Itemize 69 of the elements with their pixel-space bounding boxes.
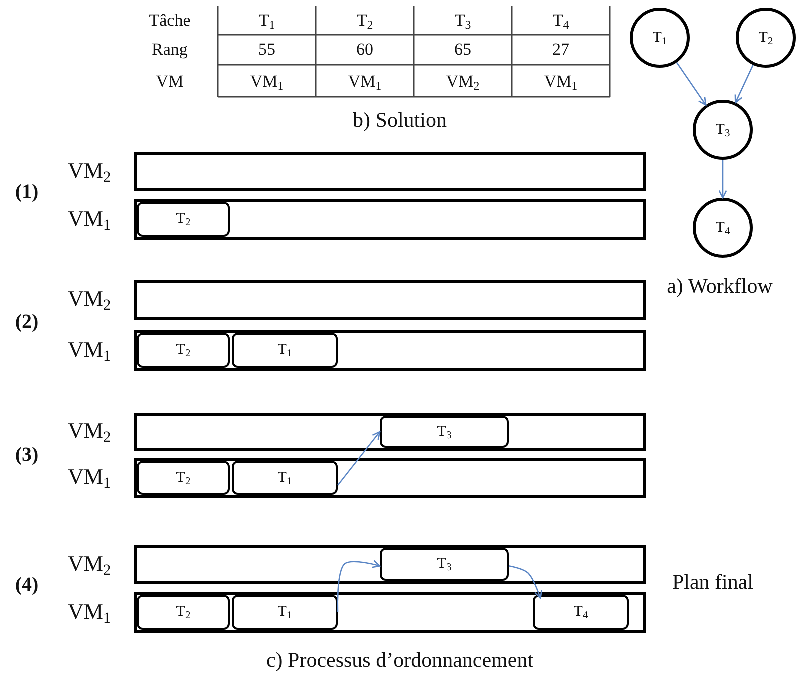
task-block — [232, 595, 338, 630]
table-cell: 60 — [356, 40, 374, 58]
vm-timeline-bar — [134, 458, 646, 498]
task-label: T$_{3}$ — [437, 424, 452, 440]
vm-timeline-bar — [134, 413, 646, 451]
arrow — [337, 431, 381, 486]
task-label: T$_{1}$ — [278, 470, 292, 486]
task-block — [380, 548, 509, 581]
task-block — [137, 202, 230, 237]
task-label: T$_{1}$ — [278, 342, 292, 359]
vm-timeline-bar — [134, 592, 646, 633]
task-label: T$_{2}$ — [176, 470, 191, 486]
task-block — [380, 416, 509, 448]
vm-label: VM$_{2}$ — [68, 420, 112, 442]
vm-timeline-bar — [134, 199, 646, 240]
task-block — [137, 461, 230, 495]
task-label: T$_{1}$ — [652, 30, 668, 46]
table-cell: T$_{4}$ — [552, 12, 570, 28]
table-cell: 55 — [258, 40, 276, 58]
row-header: Rang — [152, 40, 188, 58]
table-cell: VM$_{1}$ — [348, 72, 382, 90]
task-label: T$_{3}$ — [437, 556, 452, 573]
row-header: VM — [156, 72, 184, 90]
table-cell: VM$_{1}$ — [544, 72, 578, 90]
task-label: T$_{4}$ — [574, 604, 588, 621]
caption: b) Solution — [353, 110, 447, 130]
caption: a) Workflow — [667, 276, 773, 296]
table-cell: T$_{1}$ — [258, 12, 276, 28]
task-label: T$_{2}$ — [176, 604, 191, 621]
vm-timeline-bar — [134, 330, 646, 371]
step-number: (2) — [15, 312, 39, 332]
task-label: T$_{2}$ — [176, 342, 191, 359]
arrow — [508, 566, 542, 600]
table-cell: VM$_{2}$ — [446, 72, 480, 90]
note: Plan final — [672, 572, 754, 592]
arrow — [734, 64, 754, 104]
task-label: T$_{2}$ — [176, 211, 191, 228]
vm-label: VM$_{2}$ — [68, 552, 112, 574]
task-block — [137, 595, 230, 630]
vm-timeline-bar — [134, 280, 646, 320]
task-block — [533, 595, 629, 630]
vm-label: VM$_{1}$ — [68, 466, 112, 488]
task-label: T$_{1}$ — [278, 604, 292, 621]
task-label: T$_{4}$ — [716, 220, 730, 236]
vm-timeline-bar — [134, 152, 646, 191]
caption: c) Processus d’ordonnancement — [266, 650, 534, 670]
vm-label: VM$_{2}$ — [68, 160, 112, 182]
vm-label: VM$_{1}$ — [68, 600, 112, 622]
step-number: (1) — [15, 182, 39, 202]
task-block — [137, 333, 230, 368]
arrow — [676, 62, 707, 106]
vm-label: VM$_{1}$ — [68, 208, 112, 230]
step-number: (4) — [15, 575, 39, 595]
table-cell: 65 — [454, 40, 472, 58]
task-label: T$_{2}$ — [758, 30, 774, 46]
task-block — [232, 461, 338, 495]
arrow — [718, 160, 728, 199]
task-block — [232, 333, 338, 368]
vm-label: VM$_{1}$ — [68, 338, 112, 360]
arrow — [337, 560, 381, 613]
vm-label: VM$_{2}$ — [68, 288, 112, 310]
table-cell: 27 — [552, 40, 570, 58]
row-header: Tâche — [149, 12, 191, 28]
step-number: (3) — [15, 445, 39, 465]
table-cell: T$_{2}$ — [356, 12, 374, 28]
table-cell: T$_{3}$ — [454, 12, 472, 28]
vm-timeline-bar — [134, 545, 646, 584]
table-cell: VM$_{1}$ — [250, 72, 284, 90]
task-label: T$_{3}$ — [716, 122, 730, 138]
